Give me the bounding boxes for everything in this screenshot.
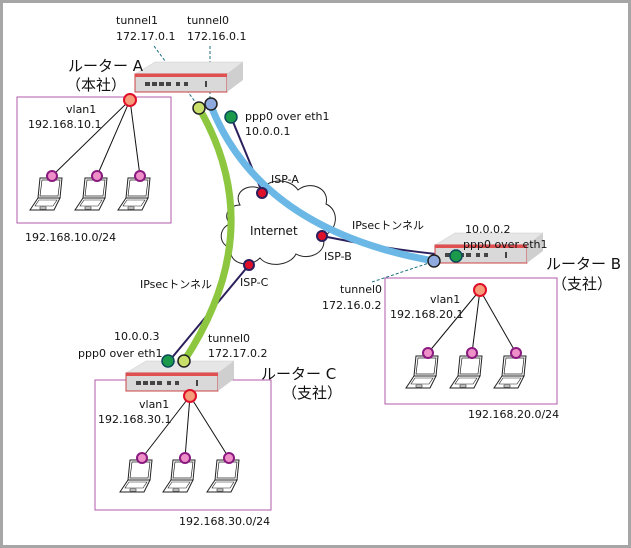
vlan-node-a — [123, 93, 137, 107]
router-c-site: （支社） — [282, 384, 343, 402]
isp-a-node — [256, 187, 268, 199]
router-b-site: （支社） — [552, 275, 613, 293]
lan-box-b — [384, 277, 558, 405]
router-a-site: （本社） — [66, 76, 127, 94]
tunnel-ab-label: IPsecトンネル — [352, 219, 425, 232]
tunnel-name-c: tunnel0 — [208, 332, 251, 345]
tunnel-ip-b: 172.16.0.2 — [322, 299, 382, 312]
tunnel-ac-label: IPsecトンネル — [140, 278, 213, 291]
ppp-node-a — [224, 110, 238, 124]
ppp-node-b — [449, 249, 463, 263]
vlan-ip-c: 192.168.30.1 — [98, 413, 172, 426]
tunnel1-ip-a: 172.17.0.1 — [116, 30, 176, 43]
pc-node — [466, 347, 478, 359]
wan-if-a: ppp0 over eth1 — [245, 110, 330, 123]
tunnel-ab — [207, 104, 435, 265]
lan-a: 192.168.10.0/24 — [25, 231, 117, 244]
pc-node — [510, 347, 522, 359]
isp-b-label: ISP-B — [324, 250, 352, 263]
vlan-if-b: vlan1 — [430, 293, 461, 306]
internet-cloud — [220, 180, 336, 265]
tunnel-ac — [181, 106, 235, 363]
pc-node — [91, 170, 103, 182]
router-a-name: ルーター A — [68, 57, 144, 75]
ppp-node-c — [161, 354, 175, 368]
pc-node — [422, 347, 434, 359]
lan-b: 192.168.20.0/24 — [468, 408, 560, 421]
internet-label: Internet — [250, 224, 298, 238]
lan-c: 192.168.30.0/24 — [179, 515, 271, 528]
tunnel-node-c — [177, 354, 191, 368]
tunnel1-node-a — [192, 101, 206, 115]
tunnel0-pointer-b — [371, 261, 433, 283]
isp-c-label: ISP-C — [240, 276, 269, 289]
wan-ip-a: 10.0.0.1 — [245, 125, 291, 138]
wan-ip-b: 10.0.0.2 — [465, 223, 511, 236]
tunnel0-ip-a: 172.16.0.1 — [187, 30, 247, 43]
isp-c-node — [243, 259, 255, 271]
tunnel0-name-a: tunnel0 — [187, 14, 230, 27]
pc-node — [46, 170, 58, 182]
isp-a-label: ISP-A — [271, 173, 299, 186]
pc-node — [136, 452, 148, 464]
vlan-if-a: vlan1 — [66, 103, 97, 116]
vlan-node-b — [473, 283, 487, 297]
tunnel-name-b: tunnel0 — [340, 283, 383, 296]
vlan-if-c: vlan1 — [139, 398, 170, 411]
vlan-node-c — [183, 389, 197, 403]
lan-box-a — [16, 96, 172, 224]
router-c-name: ルーター C — [261, 365, 337, 383]
wan-ip-c: 10.0.0.3 — [114, 330, 160, 343]
wan-if-b: ppp0 over eth1 — [463, 238, 548, 251]
pc-node — [179, 452, 191, 464]
tunnel0-node-a — [204, 97, 218, 111]
vlan-ip-b: 192.168.20.1 — [390, 308, 464, 321]
tunnel1-name-a: tunnel1 — [116, 14, 159, 27]
wan-if-c: ppp0 over eth1 — [78, 347, 163, 360]
isp-b-node — [316, 230, 328, 242]
pc-node — [223, 452, 235, 464]
tunnel0-node-b — [427, 254, 441, 268]
tunnel-ip-c: 172.17.0.2 — [208, 347, 268, 360]
vlan-ip-a: 192.168.10.1 — [28, 118, 102, 131]
pc-node — [134, 170, 146, 182]
router-b-name: ルーター B — [546, 255, 622, 273]
router-a-device — [134, 61, 244, 93]
